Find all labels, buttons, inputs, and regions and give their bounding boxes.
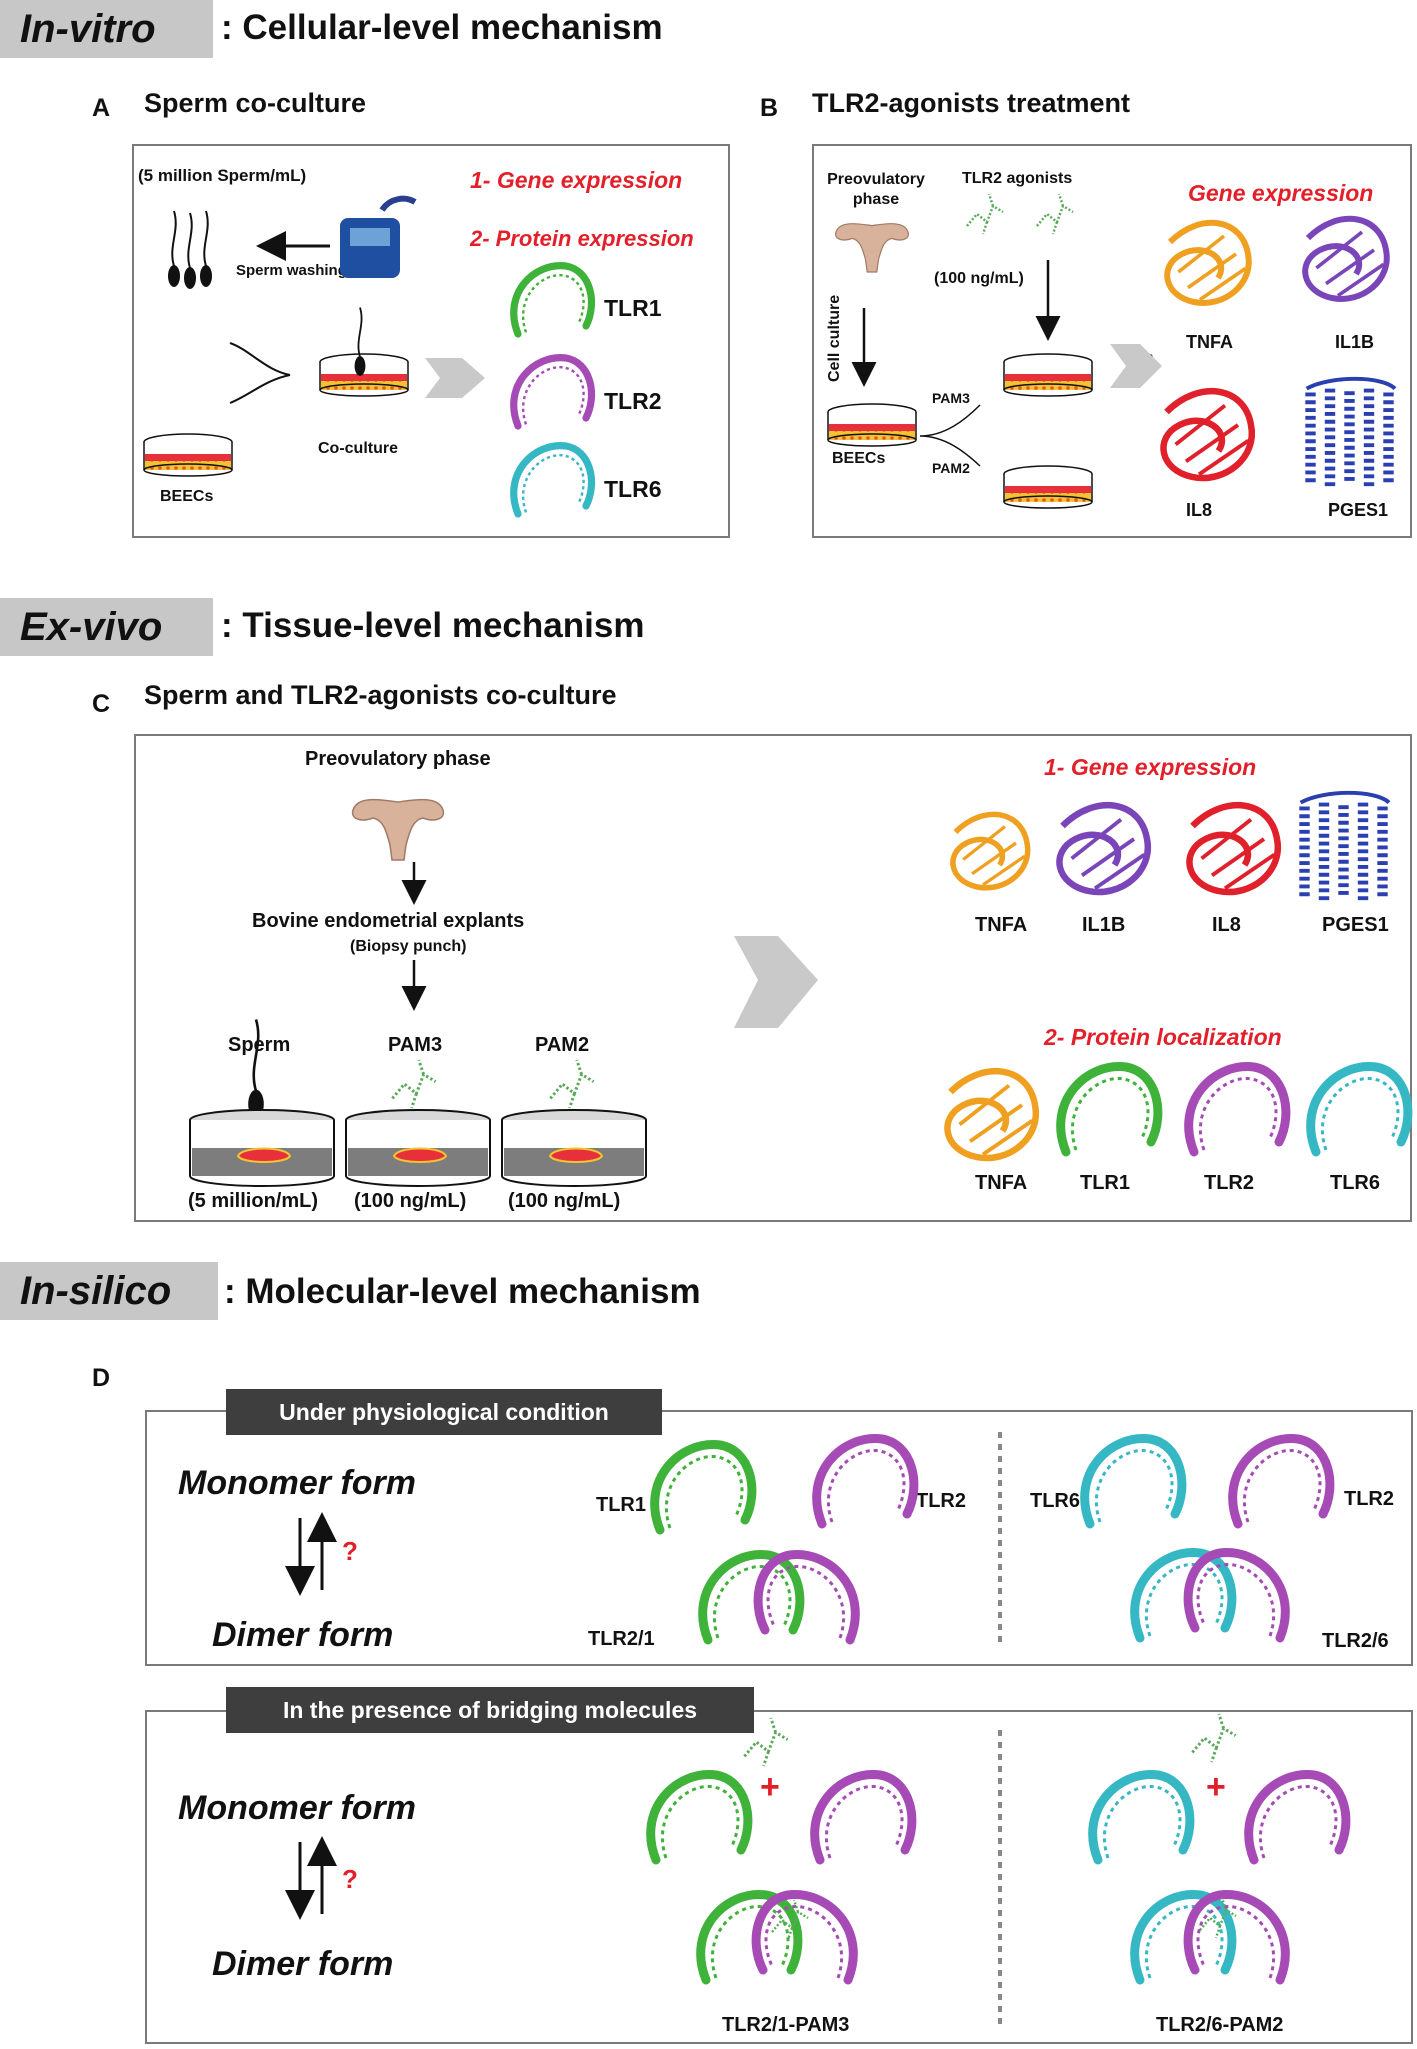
panel-c-letter: C bbox=[92, 690, 111, 718]
pam3-label-b: PAM3 bbox=[932, 390, 970, 406]
panel-a-title: Sperm co-culture bbox=[144, 88, 367, 118]
sperm-washing-label: Sperm washing bbox=[236, 262, 347, 279]
panel-d-letter: D bbox=[92, 1364, 111, 1392]
panel-c-gene-il8: IL8 bbox=[1212, 914, 1241, 936]
panel-b-gene-il1b: IL1B bbox=[1335, 332, 1375, 352]
panel-a-protein-tlr1: TLR1 bbox=[604, 295, 662, 321]
panel-b-output: Gene expression bbox=[1188, 180, 1374, 206]
monomer-form-label-2: Monomer form bbox=[178, 1789, 416, 1827]
panel-c-protein-tlr6: TLR6 bbox=[1330, 1172, 1380, 1194]
biopsy-label: (Biopsy punch) bbox=[350, 938, 467, 955]
section-title-exvivo: : Tissue-level mechanism bbox=[221, 606, 645, 645]
dose-sperm: (5 million/mL) bbox=[188, 1190, 318, 1212]
coculture-label: Co-culture bbox=[318, 440, 398, 457]
treatment-pam3: PAM3 bbox=[388, 1034, 443, 1056]
tlr2-agonists-label: TLR2 agonists bbox=[962, 170, 1073, 187]
panel-c-gene-tnfa: TNFA bbox=[975, 914, 1028, 936]
panel-c-output-2: 2- Protein localization bbox=[1044, 1024, 1282, 1050]
question-mark-2: ? bbox=[342, 1864, 358, 1894]
label-tlr2-6-pam2: TLR2/6-PAM2 bbox=[1156, 2014, 1284, 2036]
panel-a-protein-tlr6: TLR6 bbox=[604, 476, 662, 502]
dimer-form-label-2: Dimer form bbox=[212, 1945, 394, 1983]
section-title-insilico: : Molecular-level mechanism bbox=[224, 1272, 701, 1311]
panel-a-output-2: 2- Protein expression bbox=[470, 226, 694, 251]
label-tlr2-d-right: TLR2 bbox=[1344, 1488, 1394, 1510]
physiological-header: Under physiological condition bbox=[226, 1389, 662, 1435]
panel-c-protein-tnfa: TNFA bbox=[975, 1172, 1028, 1194]
label-tlr2-1-dimer: TLR2/1 bbox=[588, 1628, 655, 1650]
panel-c-output-1: 1- Gene expression bbox=[1044, 754, 1257, 780]
section-tag-exvivo: Ex-vivo bbox=[0, 598, 213, 656]
panel-a-letter: A bbox=[92, 94, 111, 122]
section-tag-invitro: In-vitro bbox=[0, 0, 213, 58]
dose-pam2: (100 ng/mL) bbox=[508, 1190, 621, 1212]
preovulatory-label-b: Preovulatory phase bbox=[827, 171, 925, 208]
beecs-label-b: BEECs bbox=[832, 450, 886, 467]
panel-b-box bbox=[812, 144, 1412, 538]
treatment-pam2: PAM2 bbox=[535, 1034, 590, 1056]
panel-b-gene-pges1: PGES1 bbox=[1328, 500, 1389, 520]
panel-b-title: TLR2-agonists treatment bbox=[812, 88, 1131, 118]
plus-sign-right: + bbox=[1206, 1768, 1226, 1806]
panel-c-protein-tlr2: TLR2 bbox=[1204, 1172, 1254, 1194]
section-tag-insilico: In-silico bbox=[0, 1262, 218, 1320]
pam2-label-b: PAM2 bbox=[932, 460, 970, 476]
plus-sign-left: + bbox=[760, 1768, 780, 1806]
panel-c-protein-tlr1: TLR1 bbox=[1080, 1172, 1130, 1194]
panel-c-box bbox=[134, 734, 1412, 1222]
panel-b-gene-tnfa: TNFA bbox=[1186, 332, 1233, 352]
panel-a-output-1: 1- Gene expression bbox=[470, 167, 683, 193]
panel-c-title: Sperm and TLR2-agonists co-culture bbox=[144, 680, 617, 710]
label-tlr6-d: TLR6 bbox=[1030, 1490, 1080, 1512]
label-tlr2-d-left: TLR2 bbox=[916, 1490, 966, 1512]
panel-c-gene-pges1: PGES1 bbox=[1322, 914, 1389, 936]
dose-pam3: (100 ng/mL) bbox=[354, 1190, 467, 1212]
monomer-form-label-1: Monomer form bbox=[178, 1464, 416, 1502]
treatment-sperm: Sperm bbox=[228, 1034, 291, 1056]
explants-label: Bovine endometrial explants bbox=[252, 910, 525, 932]
panel-a-protein-tlr2: TLR2 bbox=[604, 388, 662, 414]
label-tlr2-6-dimer: TLR2/6 bbox=[1322, 1630, 1389, 1652]
sperm-concentration-label: (5 million Sperm/mL) bbox=[138, 166, 307, 185]
preovulatory-label-c: Preovulatory phase bbox=[305, 748, 491, 770]
dose-label-b: (100 ng/mL) bbox=[934, 270, 1024, 287]
bridging-header: In the presence of bridging molecules bbox=[226, 1687, 754, 1733]
section-title-invitro: : Cellular-level mechanism bbox=[221, 8, 663, 47]
beecs-label-a: BEECs bbox=[160, 488, 214, 505]
dimer-form-label-1: Dimer form bbox=[212, 1616, 394, 1654]
question-mark-1: ? bbox=[342, 1536, 358, 1566]
panel-a-box bbox=[132, 144, 730, 538]
panel-b-letter: B bbox=[760, 94, 779, 122]
panel-d-box-physiological bbox=[145, 1410, 1413, 1666]
label-tlr2-1-pam3: TLR2/1-PAM3 bbox=[722, 2014, 850, 2036]
label-tlr1-d: TLR1 bbox=[596, 1494, 646, 1516]
panel-b-gene-il8: IL8 bbox=[1186, 500, 1213, 520]
panel-c-gene-il1b: IL1B bbox=[1082, 914, 1126, 936]
panel-d-box-bridging bbox=[145, 1710, 1413, 2044]
